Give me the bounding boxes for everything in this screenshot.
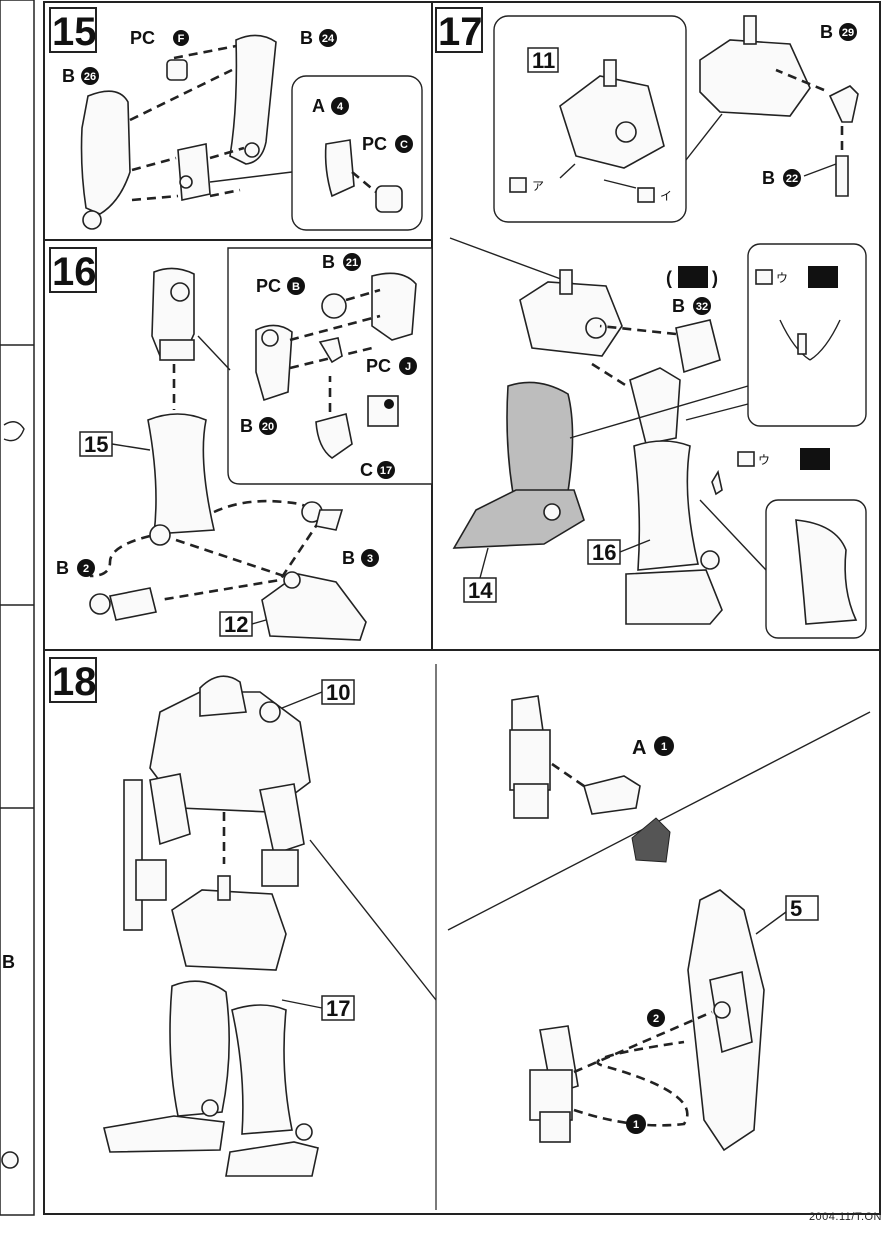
part-badge: 24 [322, 33, 335, 45]
part-letter: B [342, 548, 355, 568]
part-badge: 32 [696, 301, 708, 313]
step-16: 16 15 B 2 B 3 12 [49, 247, 433, 641]
step-18: 18 10 17 [49, 657, 871, 1210]
part-badge: 4 [337, 101, 344, 113]
seal-paren: ( [666, 268, 672, 288]
part-badge: 2 [83, 563, 89, 575]
seal-mark: イ [660, 189, 672, 203]
step-number: 18 [52, 660, 97, 704]
part-badge: 3 [367, 553, 373, 565]
part-badge: C [400, 139, 408, 151]
left-edge-letter: B [2, 952, 15, 972]
part-badge: 29 [842, 27, 854, 39]
seal-mark: ア [532, 179, 544, 193]
part-letter: B [322, 252, 335, 272]
part-badge: 1 [661, 741, 667, 753]
part-badge: J [405, 361, 411, 373]
part-badge: 22 [786, 173, 798, 185]
step-17: 17 11 ア イ B 29 B 22 [435, 7, 867, 639]
part-letter: PC [366, 356, 391, 376]
order-badge: 2 [653, 1013, 659, 1025]
part-badge: 21 [346, 257, 358, 269]
part-letter: B [56, 558, 69, 578]
part-letter: C [360, 460, 373, 480]
part-letter: A [312, 96, 325, 116]
part-letter: B [62, 66, 75, 86]
part-badge: 26 [84, 71, 96, 83]
part-ref-box: 16 [592, 540, 616, 565]
part-badge: 20 [262, 421, 274, 433]
part-letter: PC [130, 28, 155, 48]
part-letter: B [762, 168, 775, 188]
part-badge: B [292, 281, 300, 293]
part-ref-box: 14 [468, 578, 493, 603]
part-letter: A [632, 737, 646, 759]
step-number: 15 [52, 10, 97, 54]
part-ref-box: 11 [532, 48, 555, 73]
part-letter: PC [256, 276, 281, 296]
part-ref-box: 12 [224, 612, 248, 637]
left-edge-fragment: B [0, 0, 35, 1216]
part-letter: B [240, 416, 253, 436]
part-ref-box: 15 [84, 432, 108, 457]
part-letter: B [672, 296, 685, 316]
seal-paren: ) [712, 268, 718, 288]
step-number: 16 [52, 250, 97, 294]
order-badge: 1 [633, 1119, 639, 1131]
part-badge: F [178, 33, 185, 45]
part-badge: 17 [380, 465, 392, 477]
part-ref-box: 17 [326, 996, 350, 1021]
part-letter: B [300, 28, 313, 48]
part-ref-box: 5 [790, 896, 802, 921]
seal-mark: ウ [758, 453, 770, 467]
step-number: 17 [438, 10, 483, 54]
part-letter: PC [362, 134, 387, 154]
seal-mark: ウ [776, 271, 788, 285]
part-letter: B [820, 22, 833, 42]
footer-code: 2004.11/T.ON [808, 1211, 882, 1223]
part-ref-box: 10 [326, 680, 350, 705]
step-15: 15 PC F B 24 B 26 A 4 PC [49, 7, 423, 231]
